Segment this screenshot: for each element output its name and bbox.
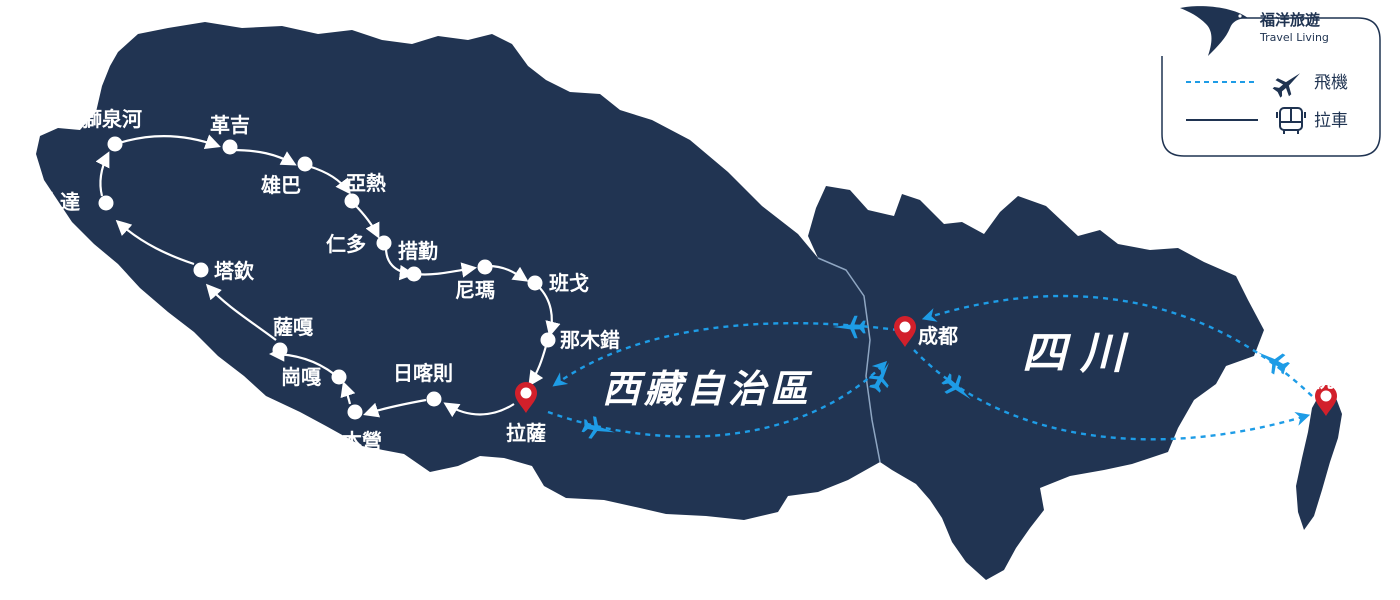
legend: 福洋旅遊 Travel Living 飛機 拉車 — [1161, 6, 1381, 157]
brand-logo-icon — [1180, 6, 1248, 56]
city-label-yare: 亞熱 — [346, 171, 386, 195]
region-border — [817, 257, 881, 463]
city-label-saga: 薩嘎 — [273, 315, 313, 339]
city-label-gangga: 崗嘎 — [281, 365, 321, 389]
city-label-rikaze: 日喀則 — [393, 361, 453, 385]
brand-tagline: Travel Living — [1259, 31, 1329, 44]
city-label-nima: 尼瑪 — [455, 278, 495, 302]
city-label-bange: 班戈 — [549, 271, 589, 295]
city-label-cuoqin: 措勤 — [398, 239, 438, 263]
brand-name: 福洋旅遊 — [1259, 11, 1320, 29]
city-label-namucuo: 那木錯 — [560, 328, 620, 352]
city-label-geji: 革吉 — [210, 113, 250, 137]
city-label-taoyuan: 桃園 — [1314, 368, 1354, 392]
city-label-chengdu: 成都 — [918, 324, 958, 348]
bus-legend-label: 拉車 — [1314, 111, 1348, 131]
city-label-shiquanhe: 獅泉河 — [82, 107, 142, 131]
city-label-zhada: 札達 — [39, 190, 80, 214]
taiwan-island — [1296, 390, 1342, 530]
city-label-taqin: 塔欽 — [214, 259, 255, 283]
city-label-xiongba: 雄巴 — [260, 173, 301, 197]
city-dots — [98, 136, 556, 420]
airplane-icon — [1272, 73, 1301, 98]
bus-icon — [1276, 107, 1306, 134]
city-label-lhasa: 拉薩 — [506, 421, 546, 445]
flight-legend-label: 飛機 — [1314, 73, 1348, 93]
sichuan-region — [808, 186, 1264, 580]
city-label-everest-bc: 珠峰大本營 — [282, 429, 382, 453]
bus-route — [95, 134, 561, 418]
region-label-sichuan: 四川 — [1022, 328, 1138, 379]
region-label-tibet: 西藏自治區 — [602, 367, 813, 411]
city-label-renduo: 仁多 — [326, 232, 366, 256]
